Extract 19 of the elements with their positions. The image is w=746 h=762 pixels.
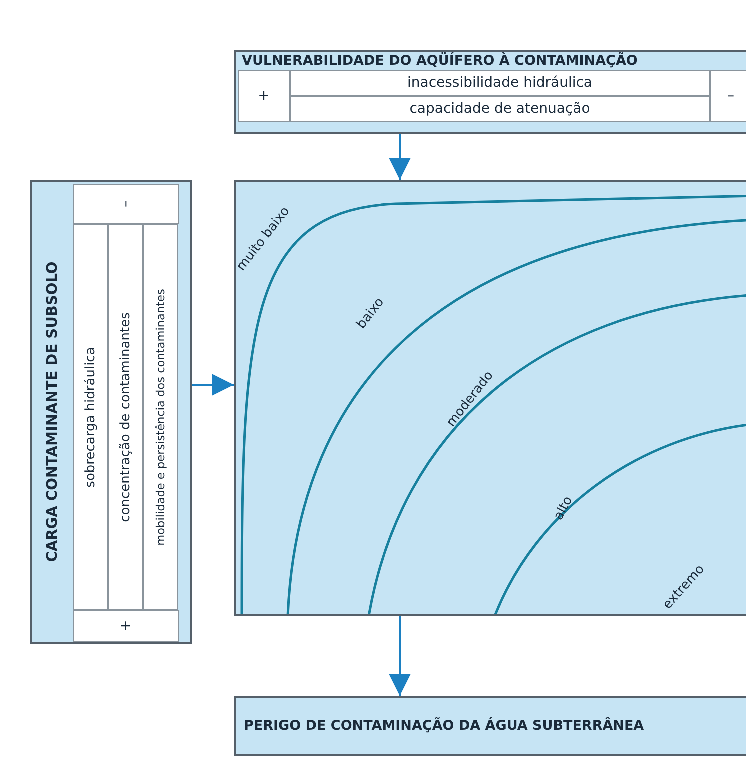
table-heading: VULNERABILIDADE DO AQÜÍFERO À CONTAMINAÇÃO	[242, 53, 638, 69]
contaminant-load-table	[30, 180, 192, 644]
table-cell: concentração de contaminantes	[108, 224, 143, 610]
sign-cell: +	[238, 70, 290, 122]
table-heading: CARGA CONTAMINANTE DE SUBSOLO	[44, 260, 62, 564]
table-cell: mobilidade e persistência dos contaminantes	[143, 224, 178, 610]
sign-cell: –	[710, 70, 746, 122]
sign-cell: –	[73, 184, 179, 224]
table-cell: capacidade de atenuação	[290, 96, 710, 122]
sign-cell: +	[73, 610, 179, 642]
box-title: PERIGO DE CONTAMINAÇÃO DA ÁGUA SUBTERRÂNEA	[244, 718, 644, 734]
arrow	[192, 374, 234, 396]
vulnerability-table	[234, 50, 746, 134]
curve-label: alto	[551, 494, 576, 524]
table-cell: sobrecarga hidráulica	[73, 224, 108, 610]
arrow	[389, 616, 411, 696]
result-box	[234, 696, 746, 756]
arrow	[389, 134, 411, 180]
table-cell: inacessibilidade hidráulica	[290, 70, 710, 96]
